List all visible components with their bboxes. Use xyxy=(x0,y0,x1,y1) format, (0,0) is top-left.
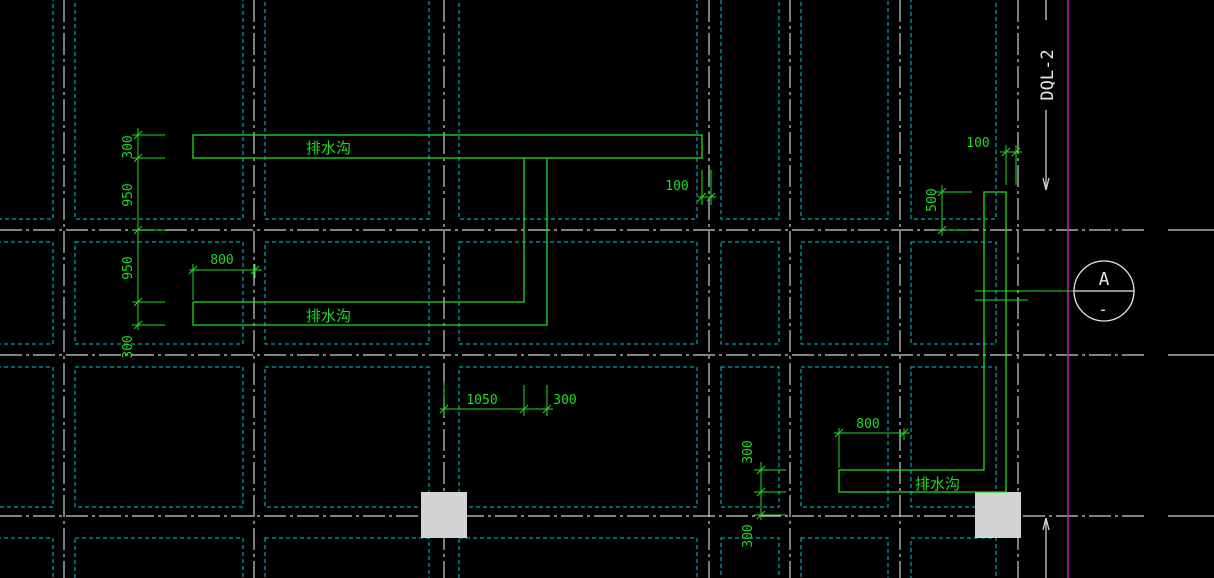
dim-800-right: 800 xyxy=(856,417,879,432)
grid-cell xyxy=(910,366,997,508)
dimension-tick xyxy=(1001,147,1011,157)
channel-right-outline xyxy=(838,191,1007,493)
section-marker-sub: - xyxy=(1098,300,1108,319)
dim-100-mid: 100 xyxy=(665,179,688,194)
grid-cell xyxy=(74,366,244,508)
grid-cell xyxy=(74,537,244,578)
drainage-channels xyxy=(192,134,1007,493)
dql-label: DQL-2 xyxy=(1038,49,1058,100)
column-block-left xyxy=(421,492,467,538)
dimension-tick xyxy=(697,192,707,202)
channel-label-right: 排水沟 xyxy=(915,475,960,493)
grid-cell xyxy=(74,241,244,345)
grid-cell xyxy=(800,241,889,345)
dimension-tick xyxy=(834,428,844,438)
grid-cell xyxy=(458,0,698,220)
grid-cell xyxy=(720,537,780,578)
grid-cell xyxy=(458,241,698,345)
dimension-tick xyxy=(133,297,143,307)
channel-label-mid: 排水沟 xyxy=(306,307,351,325)
grid-cell xyxy=(74,0,244,220)
channel-connector xyxy=(192,158,548,326)
grid-cell xyxy=(910,241,997,345)
grid-cell xyxy=(720,366,780,508)
grid-cell xyxy=(800,537,889,578)
dimension-tick xyxy=(133,153,143,163)
dim-1050: 1050 xyxy=(466,393,497,408)
dim-500: 500 xyxy=(925,188,940,211)
dimension-tick xyxy=(188,265,198,275)
dim-100-right: 100 xyxy=(966,136,989,151)
grid-cell xyxy=(458,366,698,508)
grid-cell xyxy=(264,366,430,508)
dimension-tick xyxy=(756,465,766,475)
dimension-tick xyxy=(899,428,909,438)
dimension-tick xyxy=(519,404,529,414)
dim-300-v-upper: 300 xyxy=(741,440,756,463)
section-marker-letter: A xyxy=(1099,269,1110,290)
grid-cell xyxy=(0,241,54,345)
grid-cell xyxy=(910,537,997,578)
dimension-tick xyxy=(250,265,260,275)
dim-300-v-lower: 300 xyxy=(741,524,756,547)
dim-300-top: 300 xyxy=(121,135,136,158)
grid-cell xyxy=(910,0,997,220)
slab-grid xyxy=(0,0,997,578)
grid-cell xyxy=(0,366,54,508)
dimension-tick xyxy=(439,404,449,414)
grid-cell xyxy=(720,0,780,220)
channel-top-rect xyxy=(192,134,703,159)
dimension-tick xyxy=(756,487,766,497)
grid-cell xyxy=(458,537,698,578)
grid-cell xyxy=(800,0,889,220)
grid-cell xyxy=(264,537,430,578)
section-marker-a[interactable]: A - xyxy=(1073,260,1135,322)
dim-800-left: 800 xyxy=(210,253,233,268)
dim-300-bottom-left: 300 xyxy=(121,335,136,358)
grid-cell xyxy=(0,537,54,578)
dimension-tick xyxy=(542,404,552,414)
dimension-ticks xyxy=(133,130,1021,520)
dimension-tick xyxy=(937,225,947,235)
dimension-tick xyxy=(133,130,143,140)
dimension-tick xyxy=(133,225,143,235)
dim-950-a: 950 xyxy=(121,183,136,206)
dimension-tick xyxy=(706,192,716,202)
dimension-tick xyxy=(937,187,947,197)
dimension-tick xyxy=(133,320,143,330)
dimension-tick xyxy=(756,510,766,520)
grid-cell xyxy=(800,366,889,508)
grid-cell xyxy=(0,0,54,220)
dql-arrow xyxy=(1042,0,1050,578)
column-block-right xyxy=(975,492,1021,538)
channel-label-top: 排水沟 xyxy=(306,139,351,157)
grid-cell xyxy=(720,241,780,345)
dim-950-b: 950 xyxy=(121,256,136,279)
dimension-tick xyxy=(1011,147,1021,157)
dim-300-mid: 300 xyxy=(553,393,576,408)
